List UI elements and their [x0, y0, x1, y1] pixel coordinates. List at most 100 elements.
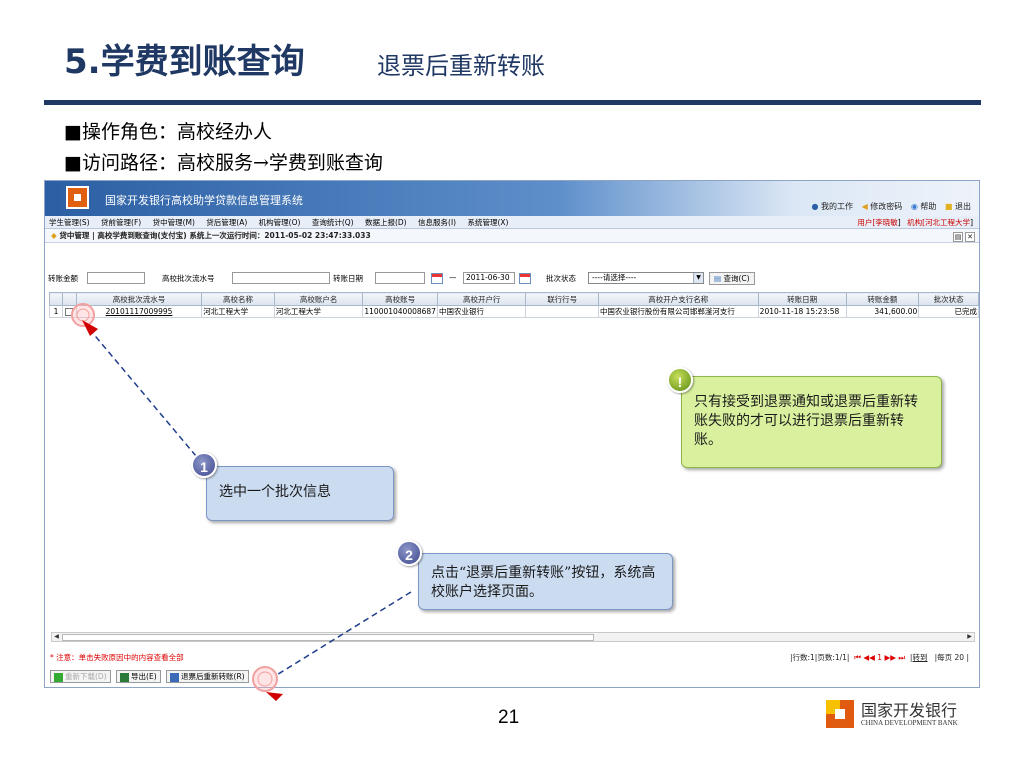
user-info: 用户[李晓敏] 机构[河北工程大学]	[857, 218, 973, 227]
button-highlight-inner	[257, 671, 273, 687]
horizontal-scrollbar[interactable]: ◀ ▶	[51, 632, 975, 642]
chevron-down-icon: ▼	[693, 273, 703, 283]
app-title: 国家开发银行高校助学贷款信息管理系统	[105, 194, 303, 207]
menu-pre-loan[interactable]: 贷前管理(F)	[101, 218, 142, 227]
calendar-to-icon[interactable]	[519, 273, 531, 284]
table-row[interactable]: 1 20101117009995 河北工程大学 河北工程大学 110001040…	[49, 305, 979, 318]
slide-subtitle: 退票后重新转账	[377, 52, 545, 80]
step2-arrowhead-icon	[266, 692, 283, 701]
close-icon[interactable]: ✕	[965, 232, 975, 242]
col-date[interactable]: 转账日期	[757, 292, 847, 306]
logout-link[interactable]: ■ 退出	[944, 202, 971, 211]
cdb-name-cn: 国家开发银行	[861, 701, 958, 720]
date-to-input[interactable]: 2011-06-30	[463, 272, 515, 284]
cdb-logo: 国家开发银行 CHINA DEVELOPMENT BANK	[826, 697, 986, 737]
amount-input[interactable]	[87, 272, 145, 284]
amount-label: 转账金额	[48, 274, 78, 283]
per-page-input[interactable]: 20	[954, 653, 965, 662]
my-work-link[interactable]: ● 我的工作	[811, 202, 854, 211]
transfer-icon: ​	[170, 672, 180, 682]
change-password-link[interactable]: ◀ 修改密码	[861, 202, 903, 211]
status-label: 批次状态	[546, 274, 576, 283]
date-label: 转账日期	[333, 274, 363, 283]
bullet-path: ■访问路径：高校服务→学费到账查询	[64, 152, 383, 174]
union-no-cell	[525, 305, 599, 318]
checkbox-highlight-ring	[71, 303, 95, 327]
step1-arrowhead-icon	[82, 320, 98, 336]
cdb-name-en: CHINA DEVELOPMENT BANK	[861, 719, 958, 727]
scroll-left-icon[interactable]: ◀	[54, 633, 59, 640]
col-branch[interactable]: 高校开户支行名称	[597, 292, 759, 306]
excel-icon: ​	[120, 672, 130, 682]
col-batch-no[interactable]: 高校批次流水号	[75, 292, 203, 306]
warning-callout: 只有接受到退票通知或退票后重新转账失败的才可以进行退票后重新转账。	[681, 376, 942, 468]
pager: |行数:1|页数:1/1| ⏮ ◀◀ 1 ▶▶ ⏭ |转到 |每页 20 |	[790, 652, 969, 663]
col-select	[61, 292, 77, 306]
pager-end: |	[966, 653, 969, 662]
window-controls: ▤✕	[951, 230, 975, 244]
search-form: 转账金额 高校批次流水号 转账日期 — 2011-06-30 批次状态 ----…	[45, 271, 979, 287]
batch-table: 高校批次流水号 高校名称 高校账户名 高校账号 高校开户行 联行行号 高校开户支…	[49, 292, 979, 318]
menu-bar: 学生管理(S) 贷前管理(F) 贷中管理(M) 贷后管理(A) 机构管理(O) …	[45, 216, 979, 229]
app-logo-icon	[66, 186, 89, 209]
per-page-label: |每页	[934, 653, 953, 662]
batch-label: 高校批次流水号	[162, 274, 215, 283]
date-separator: —	[449, 273, 457, 282]
title-divider	[44, 100, 981, 105]
col-account-name[interactable]: 高校账户名	[273, 292, 364, 306]
bullet-role: ■操作角色：高校经办人	[64, 121, 272, 143]
calendar-from-icon[interactable]	[431, 273, 443, 284]
breadcrumb: ◆ 贷中管理 | 高校学费到账查询(支付宝) 系统上一次运行时间：2011-05…	[45, 229, 979, 243]
step1-badge: 1	[191, 452, 217, 478]
goto-link[interactable]: |转到	[909, 653, 928, 662]
col-amount[interactable]: 转账金额	[845, 292, 920, 306]
menu-system[interactable]: 系统管理(X)	[467, 218, 509, 227]
step2-callout: 点击“退票后重新转账”按钮，系统高校账户选择页面。	[418, 553, 673, 610]
download-icon: ​	[54, 672, 63, 682]
col-school[interactable]: 高校名称	[201, 292, 275, 306]
retransfer-button[interactable]: ​退票后重新转账(R)	[166, 670, 249, 683]
redownload-button[interactable]: ​重新下载(D)	[50, 670, 111, 683]
cdb-logo-icon	[826, 700, 854, 728]
app-header: 国家开发银行高校助学贷款信息管理系统 ● 我的工作 ◀ 修改密码 ◉ 帮助 ■ …	[45, 181, 979, 216]
status-select[interactable]: ----请选择----▼	[588, 272, 704, 284]
print-icon[interactable]: ▤	[953, 232, 963, 242]
menu-in-loan[interactable]: 贷中管理(M)	[152, 218, 195, 227]
table-header-row: 高校批次流水号 高校名称 高校账户名 高校账号 高校开户行 联行行号 高校开户支…	[49, 292, 979, 306]
pager-nav[interactable]: ⏮ ◀◀ 1 ▶▶ ⏭	[854, 653, 906, 662]
step2-badge: 2	[396, 540, 422, 566]
status-cell: 已完成	[918, 305, 979, 318]
menu-query[interactable]: 查询统计(Q)	[311, 218, 354, 227]
pager-summary: |行数:1|页数:1/1|	[789, 653, 850, 662]
action-toolbar: ​重新下载(D) ​导出(E) ​退票后重新转账(R)	[50, 670, 252, 684]
export-button[interactable]: ​导出(E)	[116, 670, 161, 683]
menu-info[interactable]: 信息服务(I)	[418, 218, 457, 227]
page-number: 21	[498, 707, 520, 728]
help-link[interactable]: ◉ 帮助	[910, 202, 937, 211]
batch-no-link[interactable]: 20101117009995	[75, 305, 203, 318]
col-status[interactable]: 批次状态	[918, 292, 979, 306]
header-links: ● 我的工作 ◀ 修改密码 ◉ 帮助 ■ 退出	[805, 201, 971, 212]
button-highlight-ring	[252, 666, 278, 692]
date-from-input[interactable]	[375, 272, 425, 284]
school-cell: 河北工程大学	[201, 305, 275, 318]
step2-pointer-line	[274, 591, 412, 677]
amount-cell: 341,600.00	[845, 305, 920, 318]
scroll-thumb[interactable]	[62, 634, 594, 641]
date-cell: 2010-11-18 15:23:58	[757, 305, 847, 318]
menu-report[interactable]: 数据上报(D)	[364, 218, 407, 227]
warning-icon: !	[667, 367, 693, 393]
step1-pointer-line	[90, 330, 197, 457]
failure-note: * 注意：单击失败原因中的内容查看全部	[50, 653, 184, 662]
batch-input[interactable]	[232, 272, 330, 284]
account-name-cell: 河北工程大学	[273, 305, 364, 318]
account-no-cell: 110001040008687	[362, 305, 438, 318]
scroll-right-icon[interactable]: ▶	[967, 633, 972, 640]
menu-post-loan[interactable]: 贷后管理(A)	[206, 218, 248, 227]
query-button[interactable]: ▤ 查询(C)	[709, 272, 755, 285]
slide-title: 5.学费到账查询	[64, 42, 305, 82]
step1-callout: 选中一个批次信息	[206, 466, 394, 521]
menu-org[interactable]: 机构管理(O)	[258, 218, 301, 227]
menu-student[interactable]: 学生管理(S)	[49, 218, 90, 227]
